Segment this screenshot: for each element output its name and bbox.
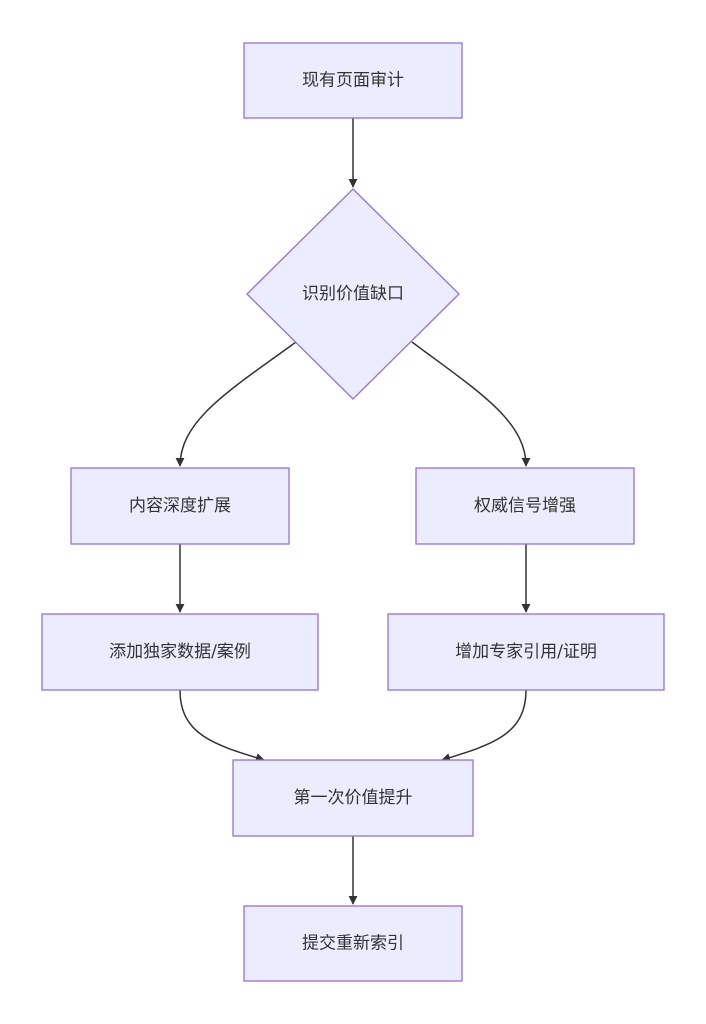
edge-gap-to-authority	[411, 341, 531, 467]
edge-exclusive-to-boost	[179, 689, 265, 762]
node-depth[interactable]: 内容深度扩展	[70, 467, 290, 545]
node-boost-label: 第一次价值提升	[294, 788, 413, 808]
node-reindex-label: 提交重新索引	[302, 934, 404, 954]
node-authority-label: 权威信号增强	[474, 496, 576, 516]
edge-gap-to-depth	[175, 341, 297, 467]
node-audit-label: 现有页面审计	[302, 71, 404, 91]
node-boost[interactable]: 第一次价值提升	[232, 759, 474, 837]
node-depth-label: 内容深度扩展	[129, 496, 231, 516]
node-reindex[interactable]: 提交重新索引	[243, 905, 463, 982]
node-exclusive[interactable]: 添加独家数据/案例	[41, 613, 319, 691]
node-audit[interactable]: 现有页面审计	[243, 42, 463, 119]
node-gap[interactable]: 识别价值缺口	[246, 188, 460, 400]
node-exclusive-label: 添加独家数据/案例	[109, 642, 251, 662]
node-authority[interactable]: 权威信号增强	[415, 467, 635, 545]
edge-expert-to-boost	[441, 689, 527, 762]
node-expert-label: 增加专家引用/证明	[455, 642, 597, 662]
node-expert[interactable]: 增加专家引用/证明	[387, 613, 665, 691]
node-gap-label: 识别价值缺口	[302, 284, 404, 304]
